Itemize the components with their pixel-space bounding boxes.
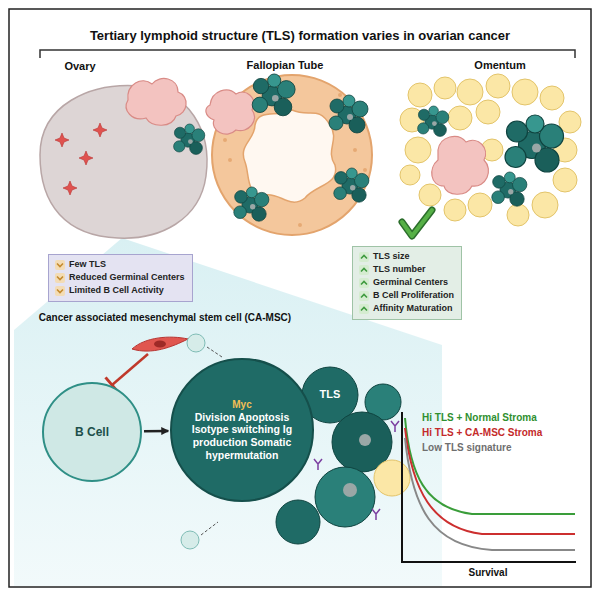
circle-text-block: B Cell [52, 425, 132, 439]
list-row: Affinity Maturation [359, 303, 454, 314]
effect-list-box: TLS sizeTLS numberGerminal Centers B Cell… [352, 246, 462, 320]
chevron-icon [55, 260, 65, 270]
cell-text: Division Apoptosis Isotype switching Ig … [183, 411, 301, 461]
chevron-icon [359, 291, 369, 301]
effect-list-box: Few TLS Reduced Germinal CentersLimited B… [48, 254, 193, 302]
list-row: Germinal Centers [359, 277, 454, 288]
tls-label: TLS [320, 388, 341, 400]
cell-circle: B Cell [42, 382, 142, 482]
chevron-icon [55, 286, 65, 296]
circle-text-block: MycDivision Apoptosis Isotype switching … [183, 399, 301, 461]
list-item: Affinity Maturation [373, 303, 453, 314]
cell-label: Cancer associated mesenchymal stem cell … [39, 312, 291, 323]
list-row: B Cell Proliferation [359, 290, 454, 301]
list-item: TLS number [373, 264, 426, 275]
chevron-icon [359, 265, 369, 275]
list-row: TLS size [359, 251, 454, 262]
arrow-connector [144, 430, 168, 433]
list-row: Limited B Cell Activity [55, 285, 185, 296]
survival-chart [402, 412, 576, 562]
list-item: TLS size [373, 251, 410, 262]
chevron-icon [359, 252, 369, 262]
list-row: TLS number [359, 264, 454, 275]
ovary-illustration [40, 78, 207, 238]
list-item: B Cell Proliferation [373, 290, 454, 301]
list-row: Few TLS [55, 259, 185, 270]
top-bracket [40, 50, 575, 58]
curve-label: Hi TLS + CA-MSC Stroma [422, 427, 542, 438]
curve-label: Low TLS signature [422, 442, 511, 453]
list-row: Reduced Germinal Centers [55, 272, 185, 283]
fallopian-tube-illustration [206, 74, 372, 235]
activated-cell-circle: MycDivision Apoptosis Isotype switching … [170, 358, 313, 501]
list-item: Germinal Centers [373, 277, 448, 288]
site-label: Ovary [64, 60, 95, 72]
gene-label: Myc [183, 399, 301, 411]
list-item: Few TLS [69, 259, 106, 270]
chevron-icon [359, 304, 369, 314]
figure-title: Tertiary lymphoid structure (TLS) format… [90, 28, 510, 43]
chevron-icon [359, 278, 369, 288]
site-label: Fallopian Tube [247, 59, 324, 71]
cell-text: B Cell [52, 425, 132, 439]
omentum-illustration [400, 74, 581, 236]
list-item: Reduced Germinal Centers [69, 272, 185, 283]
list-item: Limited B Cell Activity [69, 285, 164, 296]
site-label: Omentum [474, 59, 525, 71]
curve-label: Hi TLS + Normal Stroma [422, 412, 537, 423]
figure-frame [9, 9, 591, 587]
axis-label: Survival [469, 567, 508, 578]
chevron-icon [55, 273, 65, 283]
ca-msc-cell [106, 337, 189, 392]
